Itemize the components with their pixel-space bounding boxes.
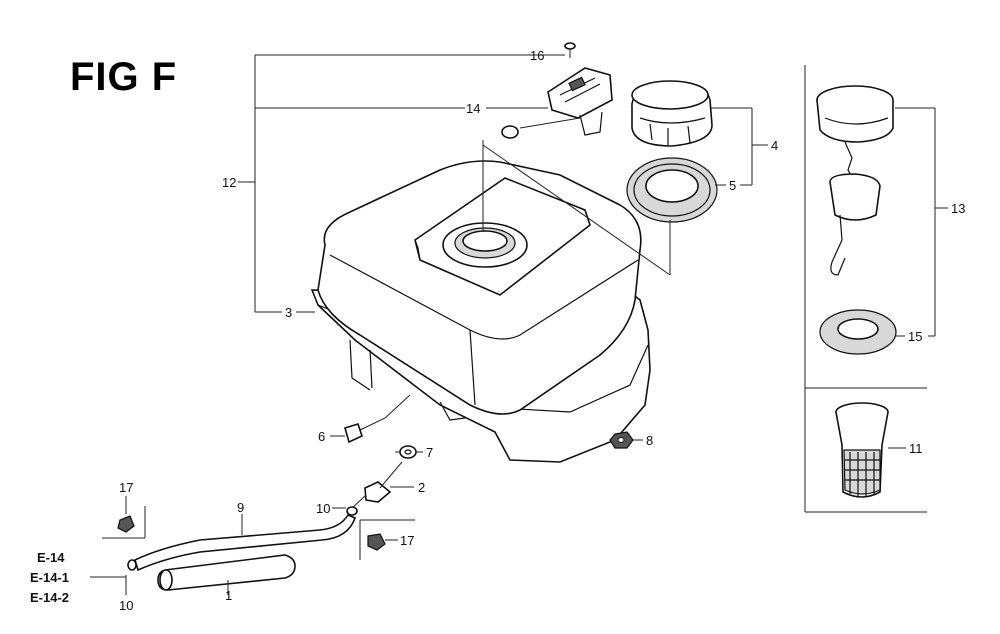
callout-10-lower: 10 bbox=[119, 598, 133, 613]
reference-e14-1[interactable]: E-14-1 bbox=[30, 570, 69, 585]
callout-13: 13 bbox=[951, 201, 965, 216]
callout-2: 2 bbox=[418, 480, 425, 495]
callout-7: 7 bbox=[426, 445, 433, 460]
callout-1: 1 bbox=[225, 588, 232, 603]
screw-16 bbox=[564, 42, 576, 58]
leader-lines bbox=[125, 54, 948, 595]
group-bracket-12 bbox=[238, 54, 550, 313]
callout-9: 9 bbox=[237, 500, 244, 515]
callout-14: 14 bbox=[466, 101, 480, 116]
fuel-strainer bbox=[835, 402, 889, 498]
callout-11: 11 bbox=[909, 441, 923, 456]
callout-17-upper: 17 bbox=[119, 480, 133, 495]
callout-8: 8 bbox=[646, 433, 653, 448]
cap-gasket bbox=[626, 157, 718, 223]
fuel-tube bbox=[134, 513, 357, 572]
callout-10-upper: 10 bbox=[316, 501, 330, 516]
cap-gasket-15 bbox=[819, 309, 897, 355]
callout-labels: 1 2 3 4 5 6 7 8 9 10 10 11 12 13 14 15 1… bbox=[119, 48, 965, 613]
callout-4: 4 bbox=[771, 138, 778, 153]
fuel-joint bbox=[349, 461, 403, 511]
washer-7 bbox=[399, 445, 417, 459]
tube-1 bbox=[157, 554, 296, 591]
reference-e14-2[interactable]: E-14-2 bbox=[30, 590, 69, 605]
figure-title: FIG F bbox=[70, 55, 178, 99]
clip-17-upper bbox=[102, 506, 146, 539]
callout-5: 5 bbox=[729, 178, 736, 193]
reference-e14[interactable]: E-14 bbox=[37, 550, 65, 565]
nut-8 bbox=[609, 431, 634, 449]
fuel-cap-with-chain bbox=[816, 85, 894, 276]
callout-6: 6 bbox=[318, 429, 325, 444]
callout-17-lower: 17 bbox=[400, 533, 414, 548]
flange-bolt bbox=[344, 394, 411, 444]
fuel-cap bbox=[631, 80, 713, 147]
filler-leader-lines bbox=[482, 144, 671, 276]
callout-3: 3 bbox=[285, 305, 292, 320]
right-panel-frame bbox=[804, 65, 927, 513]
callout-16: 16 bbox=[530, 48, 544, 63]
callout-15: 15 bbox=[908, 329, 922, 344]
callout-12: 12 bbox=[222, 175, 236, 190]
fuel-tank bbox=[310, 140, 651, 463]
fuel-gauge bbox=[501, 67, 613, 139]
reference-codes: E-14 E-14-1 E-14-2 bbox=[30, 550, 126, 605]
